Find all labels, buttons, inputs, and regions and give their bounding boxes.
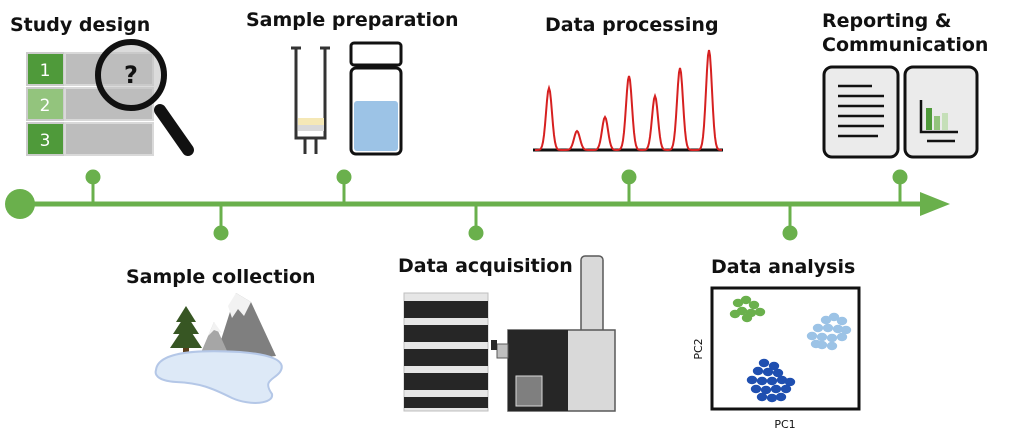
chromatogram-icon (533, 49, 723, 152)
pca-point-dark-blue (784, 377, 796, 387)
stage-label-data-acquisition: Data acquisition (398, 255, 573, 277)
pca-point-dark-blue (746, 375, 758, 385)
timeline-node-sample-collection (213, 225, 229, 241)
sample-vial-icon (349, 41, 403, 156)
pca-point-dark-blue (762, 367, 774, 377)
report-chart-icon (903, 65, 979, 159)
pca-point-green (754, 307, 766, 317)
stage-label-study-design: Study design (10, 14, 151, 36)
pca-point-dark-blue (772, 368, 784, 378)
timeline (5, 169, 950, 241)
magnifier-icon: ? (95, 39, 194, 156)
pca-point-green (729, 309, 741, 319)
pca-plot: PC1 PC2 (692, 286, 861, 431)
pca-point-dark-blue (766, 393, 778, 403)
timeline-node-sample-preparation (336, 169, 352, 185)
timeline-node-study-design (85, 169, 101, 185)
timeline-node-data-acquisition (468, 225, 484, 241)
pca-point-dark-blue (768, 361, 780, 371)
pca-point-light-blue (810, 339, 822, 349)
table-row-number: 3 (40, 131, 51, 151)
table-index-cell-2 (26, 87, 65, 121)
pca-point-dark-blue (770, 384, 782, 394)
stage-label-sample-preparation: Sample preparation (246, 9, 459, 31)
pca-point-light-blue (840, 325, 852, 335)
question-mark: ? (124, 61, 138, 89)
stage-label-sample-collection: Sample collection (126, 266, 316, 288)
pca-point-light-blue (826, 341, 838, 351)
pca-point-dark-blue (780, 384, 792, 394)
lc-ms-instrument-icon (403, 255, 616, 412)
pca-point-light-blue (820, 315, 832, 325)
study-design-icon: 1 2 3 ? (26, 39, 194, 156)
stage-label-reporting-line2: Communication (822, 34, 989, 56)
pca-point-light-blue (828, 312, 840, 322)
pca-point-dark-blue (750, 384, 762, 394)
pca-point-light-blue (826, 333, 838, 343)
pine-tree-icon (170, 306, 202, 356)
timeline-node-reporting (892, 169, 908, 185)
pca-point-green (748, 300, 760, 310)
pca-point-dark-blue (756, 392, 768, 402)
pca-point-green (732, 298, 744, 308)
pca-point-light-blue (836, 332, 848, 342)
pca-point-light-blue (836, 316, 848, 326)
pca-point-dark-blue (760, 385, 772, 395)
pca-point-dark-blue (775, 392, 787, 402)
pca-point-light-blue (816, 332, 828, 342)
pca-ylabel: PC2 (692, 338, 705, 359)
stage-label-reporting-line1: Reporting & (822, 10, 952, 32)
pca-point-light-blue (812, 323, 824, 333)
timeline-start-node (5, 189, 35, 219)
pca-point-light-blue (822, 323, 834, 333)
pca-point-dark-blue (776, 375, 788, 385)
pca-point-dark-blue (758, 358, 770, 368)
pca-xlabel: PC1 (774, 418, 795, 431)
chromatogram-trace (535, 49, 722, 151)
pca-point-dark-blue (766, 376, 778, 386)
pca-point-green (740, 295, 752, 305)
landscape-icon (154, 293, 283, 404)
stage-label-data-processing: Data processing (545, 14, 719, 36)
timeline-node-data-processing (621, 169, 637, 185)
timeline-arrowhead (920, 192, 950, 216)
table-row-number: 2 (40, 96, 51, 116)
timeline-node-data-analysis (782, 225, 798, 241)
spe-cartridge-icon (291, 46, 330, 154)
pca-point-light-blue (832, 324, 844, 334)
stage-label-data-analysis: Data analysis (711, 256, 856, 278)
pca-point-dark-blue (752, 366, 764, 376)
pca-point-light-blue (806, 331, 818, 341)
pca-point-green (741, 313, 753, 323)
document-icon (822, 65, 900, 159)
pca-point-dark-blue (756, 376, 768, 386)
table-row-number: 1 (40, 61, 51, 81)
